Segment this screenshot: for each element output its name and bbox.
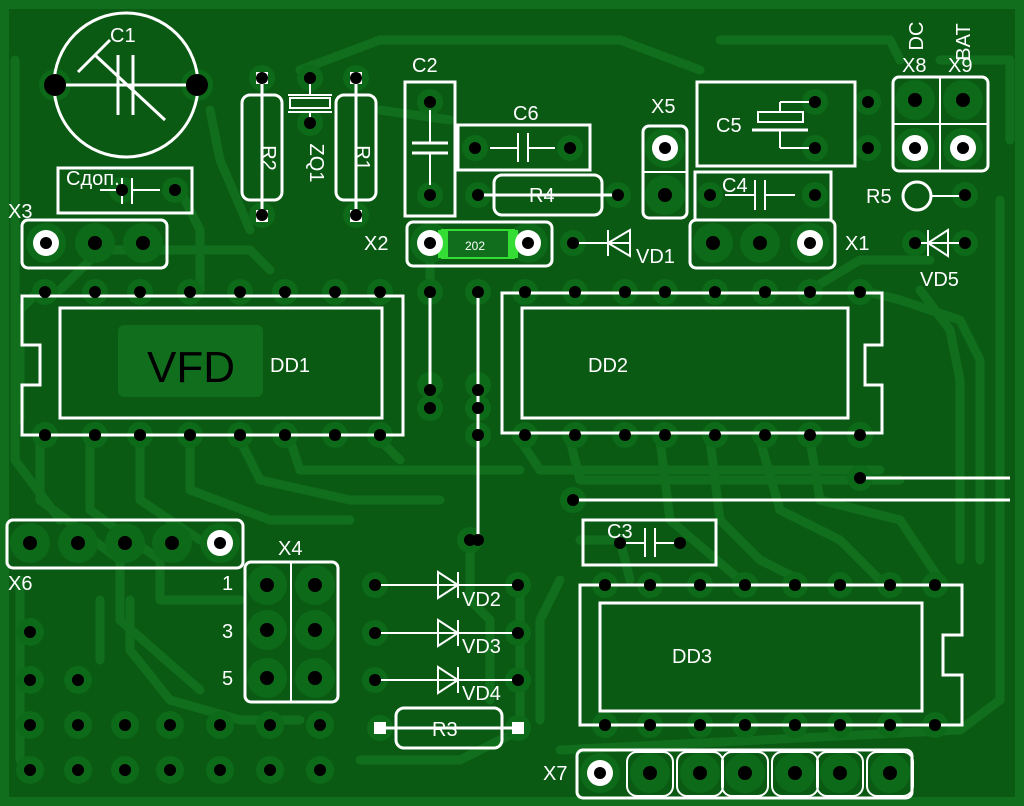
label-vfd: VFD: [147, 343, 235, 392]
drill-holes: [23, 72, 971, 780]
label-pin1: 1: [222, 573, 233, 595]
label-x3: X3: [8, 201, 32, 223]
component-labels: C1 C2 C6 C5 C4 C3 Сдоп. R2 R1 ZQ1 R4 R3 …: [8, 22, 975, 785]
dd3-outline: [578, 583, 964, 727]
dd1-outline: [20, 294, 405, 437]
c6-symbol: [456, 123, 592, 172]
x6-frame: [5, 518, 245, 570]
x1-frame: [688, 218, 837, 270]
label-r4: R4: [529, 185, 555, 207]
vd3-symbol: [375, 618, 518, 648]
c2-symbol: [403, 80, 457, 218]
label-x5: X5: [651, 96, 675, 118]
label-cdop: Сдоп.: [66, 168, 120, 190]
label-pin3: 3: [222, 621, 233, 643]
pin1-pads: [33, 135, 976, 786]
dd2-outline: [500, 291, 884, 435]
label-dd2: DD2: [588, 355, 628, 377]
label-vd4: VD4: [462, 683, 501, 705]
vd2-symbol: [375, 570, 518, 600]
label-vd3: VD3: [462, 636, 501, 658]
label-x9: X9: [948, 55, 972, 77]
label-r5: R5: [866, 186, 892, 208]
label-pin5: 5: [222, 668, 233, 690]
r3-symbol: [374, 706, 524, 750]
label-r3: R3: [432, 719, 458, 741]
label-x6: X6: [8, 573, 32, 595]
label-c1: C1: [110, 25, 136, 47]
x2-frame: [405, 220, 554, 268]
label-c5: C5: [716, 115, 742, 137]
x4-frame: [243, 560, 340, 704]
label-zq1: ZQ1: [305, 144, 327, 183]
x3-frame: [20, 218, 169, 270]
x5-frame: [641, 124, 689, 220]
pads: [16, 65, 978, 784]
label-c6: C6: [513, 103, 539, 125]
label-vd5: VD5: [920, 269, 959, 291]
label-vd1: VD1: [636, 246, 675, 268]
label-r2: R2: [257, 145, 279, 171]
label-c3: C3: [607, 521, 633, 543]
label-r1: R1: [351, 145, 373, 171]
r4-symbol: [478, 173, 618, 217]
dd2-bottom-pins: [512, 422, 873, 448]
x8-x9-frame: [891, 75, 990, 173]
label-c4: C4: [722, 175, 748, 197]
vd5-symbol: [915, 228, 965, 258]
label-c2: C2: [412, 55, 438, 77]
label-dd1: DD1: [270, 355, 310, 377]
c5-symbol: [695, 80, 857, 168]
vd4-symbol: [375, 665, 518, 695]
label-x7: X7: [543, 763, 567, 785]
label-dd3: DD3: [672, 646, 712, 668]
label-x8: X8: [902, 55, 926, 77]
label-smd: 202: [465, 239, 485, 253]
vd1-symbol: [573, 228, 631, 258]
zq1-symbol: [288, 80, 332, 123]
label-x1: X1: [845, 233, 869, 255]
label-x4: X4: [278, 538, 302, 560]
x7-pad-outlines: [626, 751, 914, 797]
label-bat: BAT: [953, 23, 975, 60]
label-vd2: VD2: [462, 589, 501, 611]
label-dc: DC: [906, 22, 928, 51]
label-x2: X2: [364, 233, 388, 255]
